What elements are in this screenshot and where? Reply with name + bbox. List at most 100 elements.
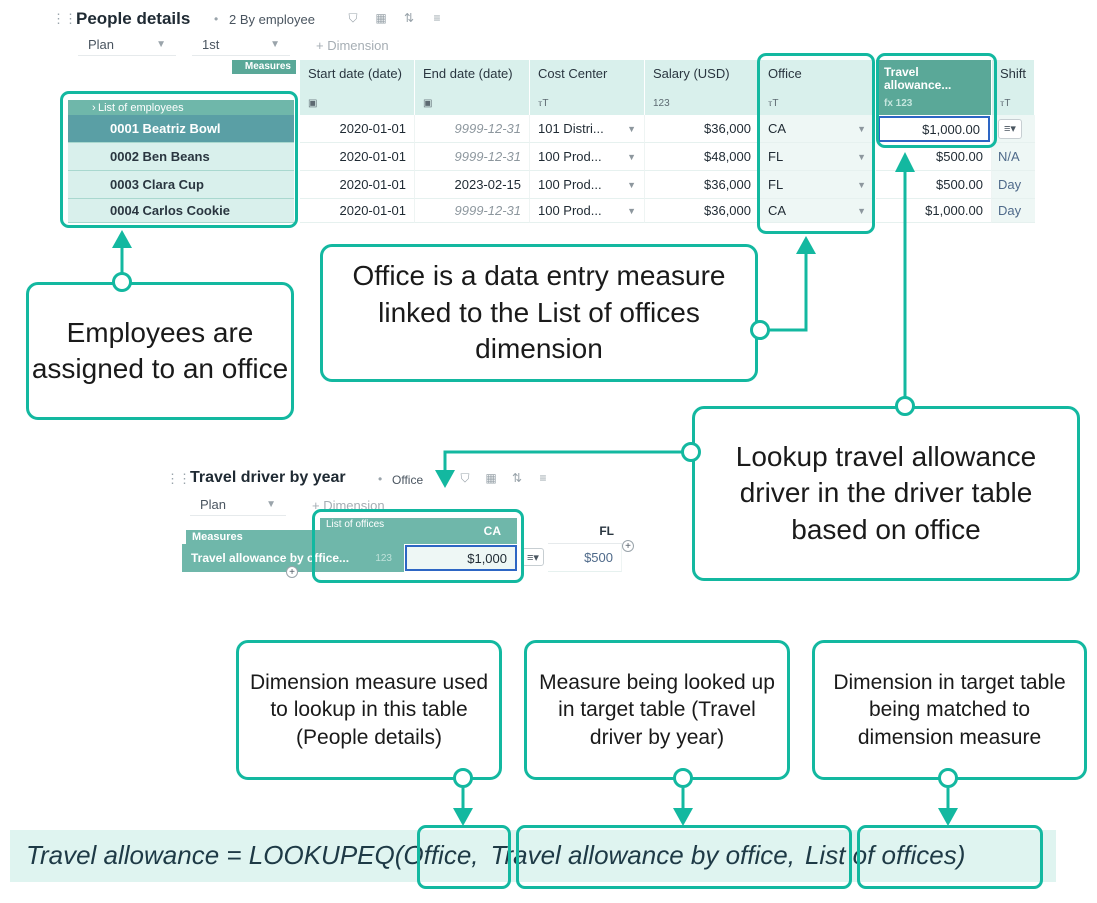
number-type-icon: 123 xyxy=(653,98,670,109)
formula-arg1-highlight xyxy=(417,825,511,889)
travel-allowance-cell[interactable]: $500.00 xyxy=(876,171,992,199)
pivot-icon[interactable]: ⇅ xyxy=(511,471,523,485)
driver-value-ca[interactable]: $1,000 xyxy=(405,545,517,571)
cost-center-value: 100 Prod... xyxy=(538,203,602,218)
end-date-cell[interactable]: 9999-12-31 xyxy=(415,143,530,171)
filter-menu-icon[interactable]: ≡▾ xyxy=(998,118,1022,139)
chart-icon[interactable]: ▦ xyxy=(375,11,387,25)
start-date-cell[interactable]: 2020-01-01 xyxy=(300,171,415,199)
drag-handle-icon[interactable]: ⋮⋮ xyxy=(166,471,191,486)
chevron-right-icon[interactable]: › xyxy=(92,101,96,114)
column-header-end-date[interactable]: End date (date) ▣ xyxy=(415,60,530,115)
formula-prefix: Travel allowance = LOOKUPEQ( xyxy=(26,840,404,870)
column-header-ca[interactable]: CA xyxy=(404,518,517,544)
salary-cell[interactable]: $36,000 xyxy=(645,115,760,143)
salary-cell[interactable]: $36,000 xyxy=(645,199,760,223)
text-type-icon: ⲧT xyxy=(768,98,779,109)
driver-plan-filter[interactable]: Plan ▼ xyxy=(190,494,286,516)
salary-cell[interactable]: $36,000 xyxy=(645,171,760,199)
measures-tag: Measures xyxy=(186,530,404,544)
travel-allowance-cell[interactable]: $1,000.00 xyxy=(876,199,992,223)
people-toolbar: ⛉ ▦ ⇅ ≡ xyxy=(346,10,444,26)
start-date-cell[interactable]: 2020-01-01 xyxy=(300,143,415,171)
cost-center-cell[interactable]: 100 Prod...▼ xyxy=(530,171,645,199)
cost-center-cell[interactable]: 101 Distri...▼ xyxy=(530,115,645,143)
cost-center-cell[interactable]: 100 Prod...▼ xyxy=(530,199,645,223)
measures-tag: Measures xyxy=(232,60,296,74)
cost-center-cell[interactable]: 100 Prod...▼ xyxy=(530,143,645,171)
row-dimension-text: List of employees xyxy=(98,101,184,114)
chevron-down-icon: ▼ xyxy=(270,39,280,50)
formula-bar xyxy=(10,830,1056,882)
calendar-icon: ▣ xyxy=(423,98,433,109)
column-header-label: Start date (date) xyxy=(308,66,402,81)
employee-row[interactable]: 0001 Beatriz Bowl xyxy=(68,115,294,143)
formula-arg-dimension: List of offices) xyxy=(804,840,966,870)
column-header-label: Office xyxy=(768,66,802,81)
plan-filter-label: Plan xyxy=(88,37,115,52)
add-dimension-button[interactable]: + Dimension xyxy=(316,38,389,53)
people-table-subtitle: 2 By employee xyxy=(229,12,315,27)
chevron-down-icon: ▼ xyxy=(857,123,866,134)
column-header-travel-allowance[interactable]: Travel allowance... fx 123 xyxy=(876,60,992,115)
driver-row-label-text: Travel allowance by office... xyxy=(191,551,350,565)
shift-cell[interactable]: ≡▾ xyxy=(992,115,1035,143)
filter-icon[interactable]: ⛉ xyxy=(348,10,358,25)
add-row-icon[interactable]: + xyxy=(286,566,298,578)
column-header-shift[interactable]: Shift ⲧT xyxy=(992,60,1035,115)
driver-value-fl[interactable]: $500 xyxy=(548,544,622,572)
employee-row[interactable]: 0003 Clara Cup xyxy=(68,171,294,199)
start-date-cell[interactable]: 2020-01-01 xyxy=(300,199,415,223)
shift-cell[interactable]: Day xyxy=(992,171,1035,199)
office-cell[interactable]: CA▼ xyxy=(760,199,875,223)
driver-table-subtitle: Office xyxy=(392,473,424,487)
end-date-cell[interactable]: 2023-02-15 xyxy=(415,171,530,199)
employees-callout: Employees are assigned to an office xyxy=(26,282,294,420)
employee-row[interactable]: 0002 Ben Beans xyxy=(68,143,294,171)
callout-knob xyxy=(681,442,701,462)
office-column-highlight xyxy=(757,53,875,234)
column-header-label: Shift xyxy=(1000,66,1027,81)
start-date-cell[interactable]: 2020-01-01 xyxy=(300,115,415,143)
filter-icon[interactable]: ⛉ xyxy=(460,470,470,485)
people-table-title: People details xyxy=(76,9,191,28)
column-header-fl[interactable]: FL xyxy=(548,518,622,544)
end-date-cell[interactable]: 9999-12-31 xyxy=(415,115,530,143)
travel-allowance-cell[interactable]: $1,000.00 xyxy=(878,116,990,142)
office-cell[interactable]: FL▼ xyxy=(760,171,875,199)
end-date-cell[interactable]: 9999-12-31 xyxy=(415,199,530,223)
number-type-icon: 123 xyxy=(375,552,392,564)
column-header-salary[interactable]: Salary (USD) 123 xyxy=(645,60,760,115)
office-callout: Office is a data entry measure linked to… xyxy=(320,244,758,382)
sort-icon[interactable]: ≡ xyxy=(433,11,441,25)
sort-icon[interactable]: ≡ xyxy=(539,471,547,485)
add-column-icon[interactable]: + xyxy=(622,540,634,552)
pivot-icon[interactable]: ⇅ xyxy=(403,11,415,25)
column-header-start-date[interactable]: Start date (date) ▣ xyxy=(300,60,415,115)
separator-dot: • xyxy=(214,12,219,26)
cost-center-value: 101 Distri... xyxy=(538,121,604,136)
shift-cell[interactable]: Day xyxy=(992,199,1035,223)
salary-cell[interactable]: $48,000 xyxy=(645,143,760,171)
office-cell[interactable]: CA▼ xyxy=(760,115,875,143)
column-header-office[interactable]: Office ⲧT xyxy=(760,60,875,115)
driver-table-highlight xyxy=(312,509,524,583)
filter-menu-icon[interactable]: ≡▾ xyxy=(522,548,544,566)
plan-filter[interactable]: Plan ▼ xyxy=(78,34,176,56)
office-value: FL xyxy=(768,149,784,164)
column-header-label: Travel allowance... xyxy=(884,65,952,92)
formula-text: Travel allowance = LOOKUPEQ(Office,Trave… xyxy=(26,840,965,871)
period-filter[interactable]: 1st ▼ xyxy=(192,34,290,56)
formula-arg-office: Office, xyxy=(403,840,479,870)
shift-cell[interactable]: N/A xyxy=(992,143,1035,171)
chart-icon[interactable]: ▦ xyxy=(485,471,497,485)
column-header-cost-center[interactable]: Cost Center ⲧT xyxy=(530,60,645,115)
employee-row[interactable]: 0004 Carlos Cookie xyxy=(68,199,294,223)
office-cell[interactable]: FL▼ xyxy=(760,143,875,171)
driver-toolbar: ⛉ ▦ ⇅ ≡ xyxy=(458,470,550,486)
chevron-down-icon: ▼ xyxy=(627,151,636,162)
callout-knob xyxy=(112,272,132,292)
drag-handle-icon[interactable]: ⋮⋮ xyxy=(52,11,77,26)
arg2-callout: Measure being looked up in target table … xyxy=(524,640,790,780)
